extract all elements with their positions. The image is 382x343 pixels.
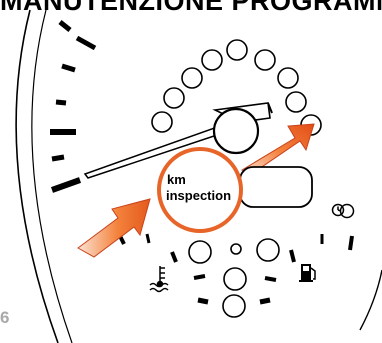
dial-scale-ticks — [50, 20, 354, 251]
indicator-lamp — [181, 67, 203, 89]
scale-tick — [75, 35, 97, 51]
dial-bezel-inner — [31, 9, 73, 343]
indicator-lamp — [277, 67, 299, 89]
indicator-lamp — [201, 49, 223, 71]
indicator-lamp — [254, 49, 276, 71]
header-title-wrap: MANUTENZIONE PROGRAMMATA — [0, 0, 382, 17]
pointer-arrow-lower — [77, 198, 151, 258]
service-indicator-icon — [339, 203, 355, 219]
scale-tick — [51, 154, 65, 162]
service-message-display — [157, 147, 243, 233]
fuel-pump-icon — [299, 264, 316, 282]
scale-tick — [197, 297, 209, 305]
odometer-display-window — [239, 166, 313, 208]
scale-tick — [348, 235, 354, 251]
indicator-lamp — [226, 39, 248, 61]
scale-tick — [145, 233, 151, 244]
display-line-1: km — [167, 172, 186, 187]
indicator-lamps-lower — [188, 238, 280, 318]
indicator-lamp — [230, 243, 242, 255]
dial-center-hub — [212, 107, 260, 155]
scale-tick — [264, 276, 277, 282]
indicator-lamp — [188, 240, 212, 264]
indicator-lamp — [223, 267, 247, 291]
scale-tick — [50, 177, 82, 193]
indicator-lamp — [285, 91, 307, 113]
scale-tick — [259, 297, 271, 305]
page-number: 6 — [0, 308, 10, 327]
indicator-lamp — [151, 111, 173, 133]
scale-tick — [55, 99, 67, 106]
scale-tick — [170, 251, 178, 263]
indicator-lamp — [256, 238, 280, 262]
scale-tick — [58, 20, 72, 32]
scale-tick — [61, 63, 76, 73]
scale-tick — [193, 274, 206, 280]
coolant-temperature-icon — [149, 266, 169, 293]
indicator-lamp — [222, 294, 246, 318]
scale-tick — [289, 249, 296, 263]
lower-dial-marks — [170, 249, 296, 305]
page-title: MANUTENZIONE PROGRAMMATA — [0, 0, 382, 16]
display-line-2: inspection — [166, 188, 231, 203]
dial-bezel-right — [359, 269, 382, 331]
dial-bezel-outer — [15, 9, 59, 343]
indicator-lamp — [163, 87, 185, 109]
